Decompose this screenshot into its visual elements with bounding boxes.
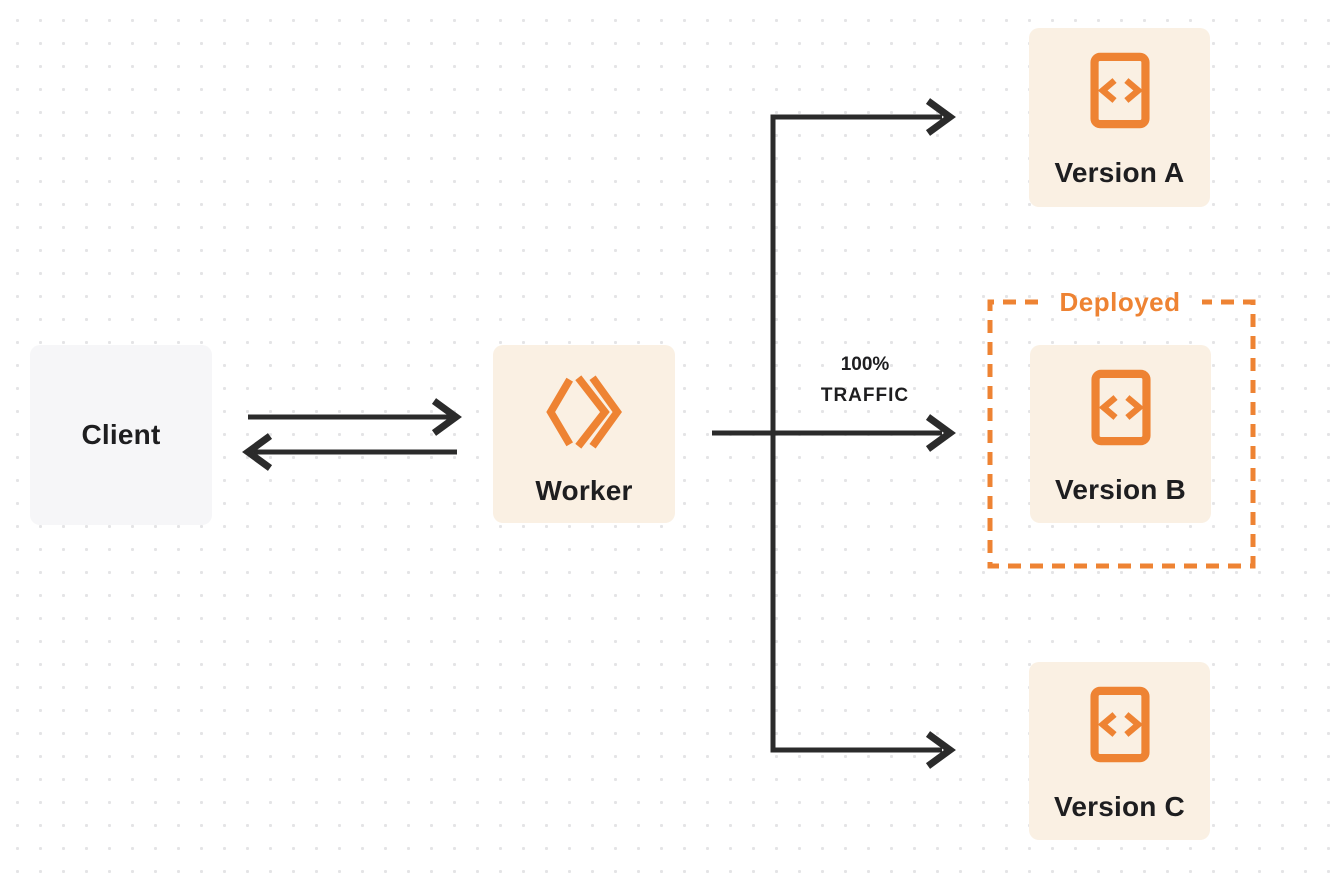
code-file-icon — [1090, 369, 1151, 446]
code-file-icon — [1089, 686, 1150, 763]
arrow-to-version-b — [712, 414, 956, 452]
client-node: Client — [30, 345, 212, 525]
version-b-label: Version B — [1055, 474, 1186, 505]
traffic-label: 100% TRAFFIC — [785, 349, 945, 411]
version-c-node: Version C — [1029, 662, 1210, 840]
version-b-node: Version B — [1030, 345, 1211, 523]
arrow-to-version-c — [770, 731, 956, 769]
traffic-word-text: TRAFFIC — [820, 385, 910, 406]
deployed-label: Deployed — [1059, 287, 1181, 317]
arrow-to-version-a — [770, 98, 956, 136]
traffic-percent-text: 100% — [840, 354, 890, 375]
client-label: Client — [81, 419, 161, 450]
version-a-label: Version A — [1054, 157, 1185, 188]
worker-label: Worker — [535, 475, 633, 506]
workers-logo-icon — [546, 375, 622, 449]
code-file-icon — [1089, 52, 1150, 129]
version-a-node: Version A — [1029, 28, 1210, 207]
version-c-label: Version C — [1054, 791, 1185, 822]
client-to-worker-arrow — [248, 398, 462, 436]
worker-to-client-arrow — [242, 433, 457, 471]
worker-node: Worker — [493, 345, 675, 523]
